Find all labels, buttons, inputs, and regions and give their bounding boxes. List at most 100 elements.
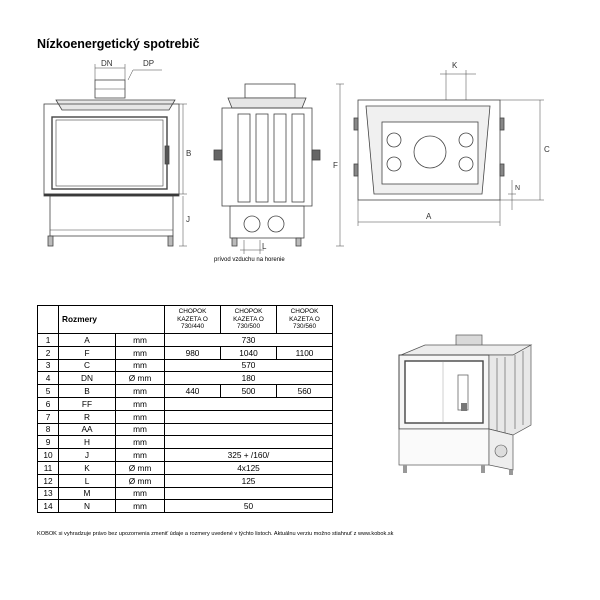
row-index-cell: 14 <box>37 499 59 514</box>
row-value-cell <box>164 486 333 501</box>
header-model-line: KAZETA O <box>233 315 264 323</box>
air-intake-caption: prívod vzduchu na horenie <box>214 257 285 263</box>
dp-label: DP <box>143 59 154 68</box>
f-label: F <box>333 161 338 170</box>
row-unit-cell: mm <box>115 422 165 437</box>
row-value-cell: 730 <box>164 333 333 347</box>
row-code-cell: J <box>58 448 116 462</box>
header-model-line: CHOPOK <box>234 308 263 316</box>
row-unit-cell: mm <box>115 435 165 450</box>
header-model-line: CHOPOK <box>290 308 319 316</box>
row-unit-cell: mm <box>115 396 165 411</box>
header-index-cell <box>37 305 59 334</box>
technical-drawings: DN DP B J F L <box>43 59 550 254</box>
row-index-cell: 7 <box>37 409 59 424</box>
row-value-cell: 4x125 <box>164 460 333 475</box>
row-index-cell: 3 <box>37 358 59 373</box>
header-model-line: KAZETA O <box>289 315 320 323</box>
row-code-cell: R <box>58 409 116 424</box>
row-value-cell: 325 + /160/ <box>164 448 333 462</box>
row-index-cell: 2 <box>37 345 59 360</box>
row-code-cell: A <box>58 333 116 347</box>
row-value-cell: 125 <box>164 473 333 488</box>
b-label: B <box>186 149 191 158</box>
row-code-cell: L <box>58 473 116 488</box>
row-unit-cell: mm <box>115 345 165 360</box>
row-index-cell: 4 <box>37 371 59 386</box>
row-code-cell: N <box>58 499 116 514</box>
c-label: C <box>544 145 550 154</box>
top-view-drawing <box>353 70 544 226</box>
a-label: A <box>426 212 432 221</box>
row-index-cell: 9 <box>37 435 59 450</box>
row-value-cell: 570 <box>164 358 333 373</box>
row-unit-cell: mm <box>115 409 165 424</box>
row-unit-cell: mm <box>115 486 165 501</box>
footer-note: KOBOK si vyhradzuje právo bez upozorneni… <box>37 531 394 537</box>
row-value-cell <box>164 396 333 411</box>
row-code-cell: K <box>58 460 116 475</box>
k-label: K <box>452 61 458 70</box>
row-value-cell: 50 <box>164 499 333 514</box>
row-unit-cell: mm <box>115 358 165 373</box>
row-value-cell <box>164 435 333 450</box>
row-value-cell: 500 <box>220 384 277 398</box>
row-code-cell: AA <box>58 422 116 437</box>
row-value-cell <box>164 422 333 437</box>
row-index-cell: 13 <box>37 486 59 501</box>
header-model-line: CHOPOK <box>178 308 207 316</box>
row-code-cell: DN <box>58 371 116 386</box>
row-code-cell: C <box>58 358 116 373</box>
row-value-cell: 980 <box>164 345 221 360</box>
product-illustration <box>398 334 533 475</box>
front-view-drawing <box>43 64 187 247</box>
row-unit-cell: Ø mm <box>115 473 165 488</box>
row-value-cell: 1040 <box>220 345 277 360</box>
j-label: J <box>186 215 190 224</box>
row-index-cell: 1 <box>37 333 59 347</box>
n-label: N <box>515 185 520 192</box>
row-code-cell: H <box>58 435 116 450</box>
header-model-line: KAZETA O <box>177 315 208 323</box>
l-label: L <box>262 242 267 251</box>
row-unit-cell: Ø mm <box>115 460 165 475</box>
row-code-cell: F <box>58 345 116 360</box>
row-unit-cell: mm <box>115 499 165 514</box>
row-value-cell: 560 <box>276 384 333 398</box>
row-value-cell: 440 <box>164 384 221 398</box>
row-unit-cell: mm <box>115 448 165 462</box>
row-index-cell: 11 <box>37 460 59 475</box>
header-model-line: 730/440 <box>180 323 205 331</box>
row-value-cell: 1100 <box>276 345 333 360</box>
row-value-cell <box>164 409 333 424</box>
row-code-cell: M <box>58 486 116 501</box>
header-model-line: 730/500 <box>236 323 261 331</box>
row-code-cell: FF <box>58 396 116 411</box>
side-view-drawing <box>213 83 344 254</box>
row-index-cell: 5 <box>37 384 59 398</box>
header-rozmery-cell: Rozmery <box>58 305 165 334</box>
row-value-cell: 180 <box>164 371 333 386</box>
page-title: Nízkoenergetický spotrebič <box>37 37 200 51</box>
dn-label: DN <box>101 59 113 68</box>
row-unit-cell: Ø mm <box>115 371 165 386</box>
row-index-cell: 8 <box>37 422 59 437</box>
row-code-cell: B <box>58 384 116 398</box>
